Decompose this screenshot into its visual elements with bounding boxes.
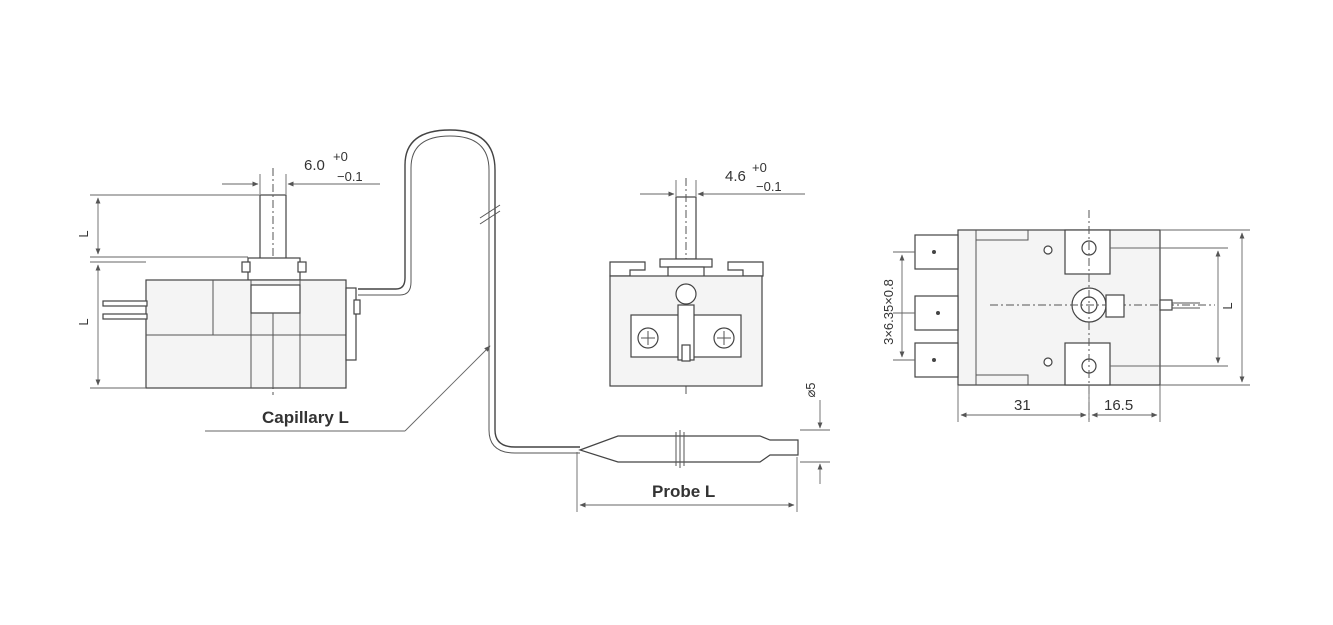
probe-body [578, 435, 799, 463]
front-view: 4.6 +0 −0.1 [609, 160, 805, 395]
shaft-mid-dia: 4.6 [725, 168, 746, 185]
side-view: L L 6.0 +0 −0.1 Capillary L [76, 149, 491, 432]
dim-L-right-label: L [1220, 302, 1235, 309]
capillary-label: Capillary L [262, 408, 349, 427]
width-31-label: 31 [1014, 397, 1031, 414]
capillary-tube [358, 129, 580, 454]
shaft-mid-tol-upper: +0 [752, 160, 767, 175]
body-top [957, 229, 1161, 386]
probe: ⌀5 Probe L [576, 382, 830, 512]
dim-L-top-label: L [76, 230, 91, 237]
shaft-left-tol-upper: +0 [333, 149, 348, 164]
dim-L-side-label: L [76, 318, 91, 325]
terminal-side [102, 300, 148, 307]
top-view: 3×6.35×0.8 31 16.5 L [881, 210, 1250, 422]
terminal-top [914, 234, 959, 270]
shaft-mid-tol-lower: −0.1 [756, 179, 782, 194]
probe-label: Probe L [652, 482, 715, 501]
width-16-5-label: 16.5 [1104, 397, 1133, 414]
body-side [145, 279, 347, 389]
shaft-left-tol-lower: −0.1 [337, 169, 363, 184]
shaft-bracket [247, 257, 301, 281]
shaft-left-dia: 6.0 [304, 157, 325, 174]
probe-dia-label: ⌀5 [803, 382, 818, 397]
terminal-bottom [914, 342, 959, 378]
terminals-label: 3×6.35×0.8 [881, 279, 896, 345]
